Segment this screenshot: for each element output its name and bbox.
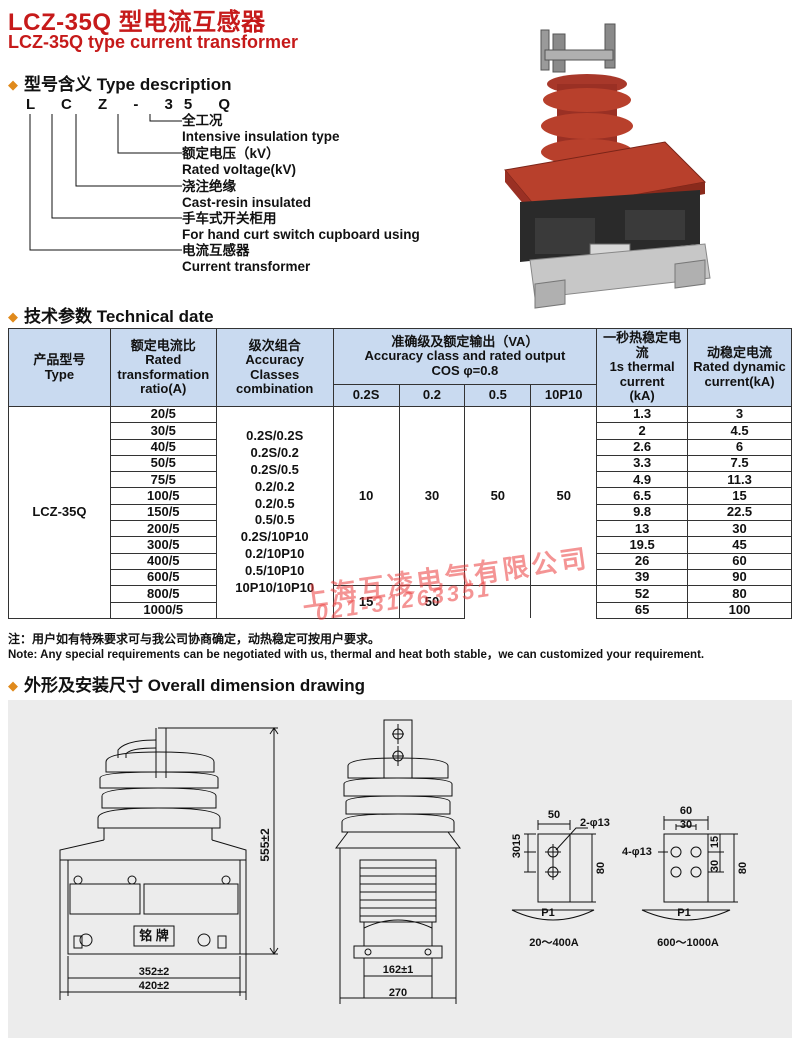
thermal-cell: 2.6 xyxy=(596,438,689,456)
output-0-2s-high: 15 xyxy=(332,585,400,619)
ratio-cell: 50/5 xyxy=(109,454,217,473)
output-10p10: 50 xyxy=(530,405,598,587)
dynamic-cell: 4.5 xyxy=(687,422,792,440)
thermal-cell: 65 xyxy=(596,601,689,619)
dim-width-270: 270 xyxy=(389,987,407,999)
ratio-cell: 300/5 xyxy=(109,536,217,554)
detail2-p1: P1 xyxy=(677,907,690,919)
ratio-cell: 150/5 xyxy=(109,503,217,522)
detail2-holes: 4-φ13 xyxy=(622,846,652,858)
header-accuracy: 准确级及额定输出（VA）Accuracy class and rated out… xyxy=(332,328,598,385)
detail1-range: 20～400A xyxy=(529,937,579,949)
ratio-cell: 20/5 xyxy=(109,405,217,424)
thermal-cell: 4.9 xyxy=(596,471,689,489)
dynamic-cell: 80 xyxy=(687,585,792,603)
ratio-cell: 200/5 xyxy=(109,520,217,538)
model-cell: LCZ-35Q xyxy=(8,406,111,619)
model-code: L C Z - 35 Q xyxy=(26,96,242,113)
dimension-drawing-panel: 铭 牌 555±2 352±2 420±2 162±1 270 xyxy=(8,700,792,1038)
output-0-2s: 10 xyxy=(332,405,400,587)
dynamic-cell: 11.3 xyxy=(687,471,792,489)
type-item-2: 额定电压（kV）Rated voltage(kV) xyxy=(182,146,297,177)
ratio-cell: 75/5 xyxy=(109,471,217,489)
technical-heading: ◆技术参数 Technical date xyxy=(8,307,214,326)
thermal-cell: 39 xyxy=(596,568,689,587)
dynamic-cell: 45 xyxy=(687,536,792,554)
page-subtitle: LCZ-35Q type current transformer xyxy=(8,32,299,52)
ratio-cell: 40/5 xyxy=(109,438,217,456)
thermal-cell: 3.3 xyxy=(596,454,689,473)
header-class-0-5: 0.5 xyxy=(464,384,532,407)
thermal-cell: 9.8 xyxy=(596,503,689,522)
diamond-bullet-icon: ◆ xyxy=(8,678,18,693)
dynamic-cell: 30 xyxy=(687,520,792,538)
detail1-80: 80 xyxy=(595,862,607,874)
ratio-cell: 1000/5 xyxy=(109,601,217,619)
detail1-width-50: 50 xyxy=(548,809,560,821)
detail1-holes: 2-φ13 xyxy=(580,817,610,829)
thermal-cell: 1.3 xyxy=(596,405,689,424)
output-0-2: 30 xyxy=(398,405,466,587)
detail2-15: 15 xyxy=(709,836,721,848)
dynamic-cell: 15 xyxy=(687,487,792,505)
thermal-cell: 13 xyxy=(596,520,689,538)
dynamic-cell: 6 xyxy=(687,438,792,456)
header-class-0-2s: 0.2S xyxy=(332,384,400,407)
type-description-heading: ◆型号含义 Type description xyxy=(8,75,232,94)
thermal-cell: 2 xyxy=(596,422,689,440)
dynamic-cell: 7.5 xyxy=(687,454,792,473)
output-0-5: 50 xyxy=(464,405,532,587)
output-0-2-high: 50 xyxy=(398,585,466,619)
ratio-cell: 400/5 xyxy=(109,552,217,570)
detail1-p1: P1 xyxy=(541,907,554,919)
detail2-width-60: 60 xyxy=(680,805,692,817)
diamond-bullet-icon: ◆ xyxy=(8,309,18,324)
note-en: Note: Any special requirements can be ne… xyxy=(8,649,705,661)
dim-width-420: 420±2 xyxy=(139,980,170,992)
code-leader-lines xyxy=(29,114,182,251)
thermal-cell: 52 xyxy=(596,585,689,603)
thermal-cell: 26 xyxy=(596,552,689,570)
product-photo xyxy=(504,23,711,309)
nameplate-label: 铭 牌 xyxy=(139,928,169,943)
header-class-0-2: 0.2 xyxy=(398,384,466,407)
dynamic-cell: 90 xyxy=(687,568,792,587)
dimension-drawings: 铭 牌 555±2 352±2 420±2 162±1 270 xyxy=(59,719,749,1004)
detail1-30: 30 xyxy=(511,846,523,858)
note-cn: 注：用户如有特殊要求可与我公司协商确定，动热稳定可按用户要求。 xyxy=(8,632,381,646)
detail2-30b: 30 xyxy=(709,860,721,872)
drawing-heading: ◆外形及安装尺寸 Overall dimension drawing xyxy=(8,676,365,695)
dynamic-cell: 3 xyxy=(687,405,792,424)
header-class-10p10: 10P10 xyxy=(530,384,598,407)
thermal-cell: 6.5 xyxy=(596,487,689,505)
diamond-bullet-icon: ◆ xyxy=(8,77,18,92)
ratio-cell: 100/5 xyxy=(109,487,217,505)
thermal-cell: 19.5 xyxy=(596,536,689,554)
ratio-cell: 600/5 xyxy=(109,568,217,587)
dim-width-352: 352±2 xyxy=(139,966,170,978)
detail2-80: 80 xyxy=(737,862,749,874)
detail2-30: 30 xyxy=(680,819,692,831)
dim-width-162: 162±1 xyxy=(383,964,414,976)
page-title: LCZ-35Q 型电流互感器 xyxy=(8,9,266,36)
ratio-cell: 30/5 xyxy=(109,422,217,440)
dynamic-cell: 22.5 xyxy=(687,503,792,522)
detail1-15: 15 xyxy=(511,834,523,846)
detail2-range: 600～1000A xyxy=(657,937,719,949)
dim-height: 555±2 xyxy=(258,828,272,862)
ratio-cell: 800/5 xyxy=(109,585,217,603)
dynamic-cell: 100 xyxy=(687,601,792,619)
dynamic-cell: 60 xyxy=(687,552,792,570)
